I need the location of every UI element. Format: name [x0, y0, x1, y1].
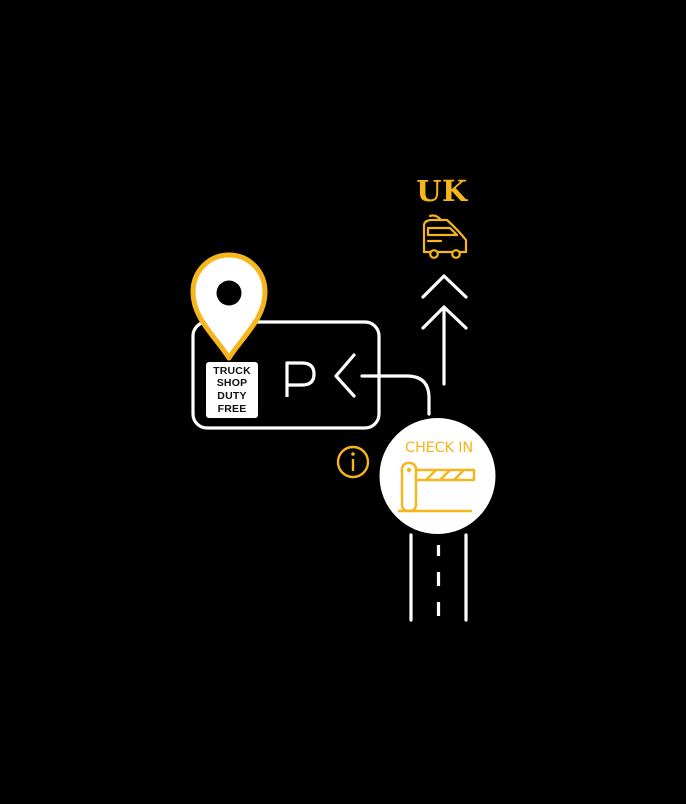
location-pin-icon	[190, 252, 268, 361]
road-icon	[409, 533, 468, 622]
shop-sign-line: SHOP	[216, 377, 248, 390]
checkin-label: CHECK IN	[405, 440, 473, 456]
shop-sign-line: DUTY	[217, 390, 247, 402]
destination-label: UK	[416, 174, 468, 208]
vehicle-icon	[422, 214, 468, 259]
route-chevron	[334, 353, 356, 398]
shop-sign-line: FREE	[217, 402, 247, 415]
parking-icon	[285, 361, 316, 397]
info-icon	[336, 445, 370, 479]
shop-sign-line: TRUCK	[213, 364, 251, 377]
route-path	[360, 374, 431, 416]
up-arrow-icon	[421, 274, 468, 386]
truck-shop-sign: TRUCK SHOP DUTY FREE	[206, 362, 258, 418]
checkin-circle	[379, 418, 496, 534]
barrier-gate-icon	[398, 461, 476, 513]
